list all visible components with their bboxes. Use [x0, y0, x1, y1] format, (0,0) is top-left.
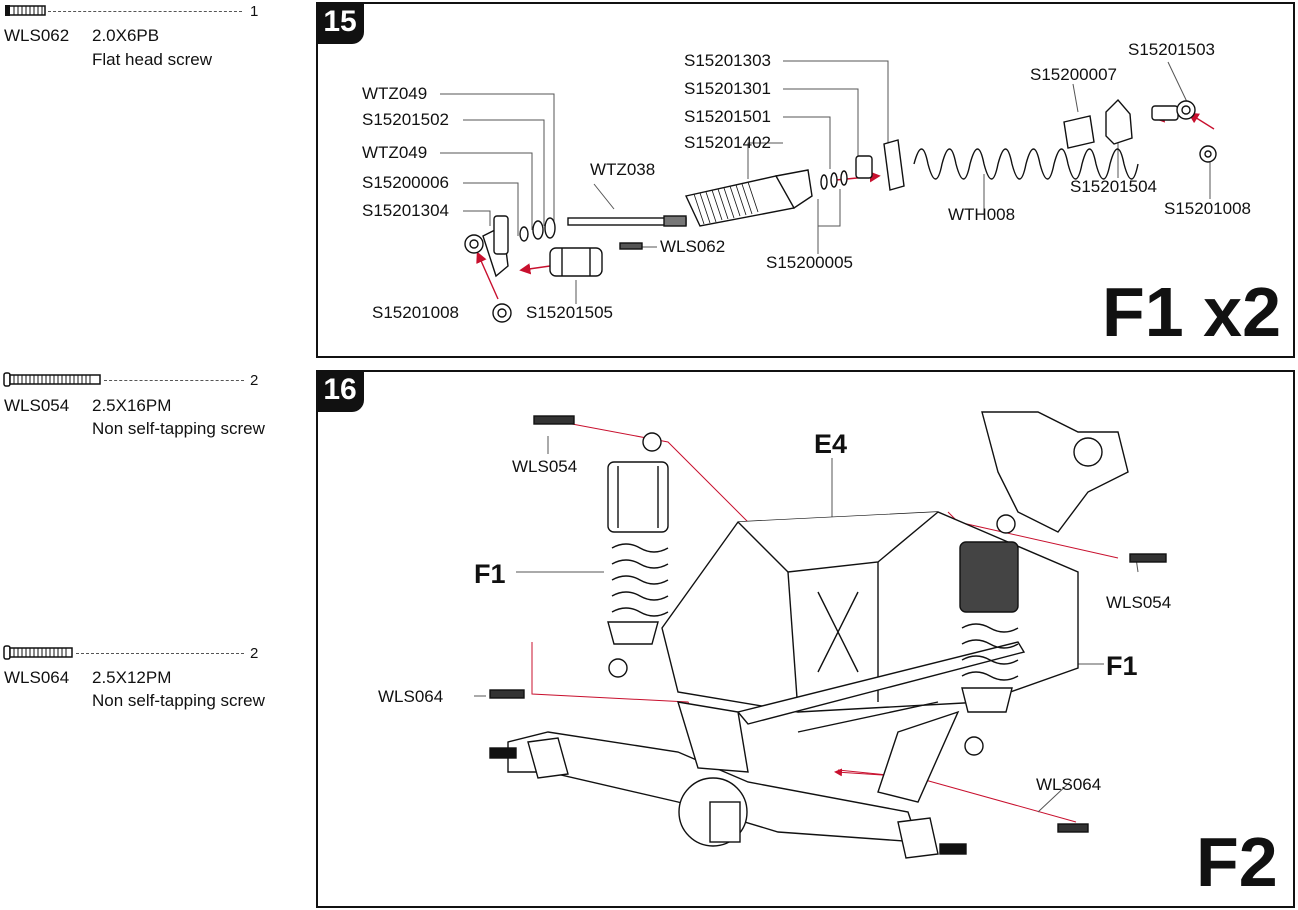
step-number-badge: 16 — [316, 370, 364, 412]
part-label: WTZ049 — [362, 143, 428, 162]
shock-right — [959, 514, 1019, 756]
shock-left — [607, 432, 669, 678]
part-code: WLS054 — [4, 396, 70, 415]
part-label: S15201008 — [1164, 199, 1251, 218]
part-qty: 2 — [250, 645, 259, 662]
part-label: S15201303 — [684, 51, 771, 70]
qty-leader — [48, 11, 242, 12]
part-qty: 1 — [250, 3, 259, 20]
part-spec: 2.5X12PM — [92, 668, 172, 687]
assembly-label: F1 — [474, 559, 506, 589]
part-label: S15201502 — [362, 110, 449, 129]
part-label: S15201505 — [526, 303, 613, 322]
parts-list: 1 WLS062 2.0X6PB Flat head screw 2 WL — [0, 0, 310, 910]
part-qty: 2 — [250, 372, 259, 389]
part-label: S15201402 — [684, 133, 771, 152]
part-label: WLS064 — [1036, 775, 1102, 794]
part-label: S15201008 — [372, 303, 459, 322]
part-code: WLS064 — [4, 668, 70, 687]
step-number-badge: 15 — [316, 2, 364, 44]
part-label: WLS062 — [660, 237, 726, 256]
part-label: S15201304 — [362, 201, 449, 220]
part-desc: Flat head screw — [92, 50, 212, 69]
part-label: S15201503 — [1128, 40, 1215, 59]
part-label: WLS064 — [378, 687, 444, 706]
part-label: WLS054 — [1106, 593, 1172, 612]
part-label: S15201301 — [684, 79, 771, 98]
part-label: S15200005 — [766, 253, 853, 272]
step-result-label: F2 — [1196, 823, 1278, 901]
part-spec: 2.0X6PB — [92, 26, 160, 45]
shock-parts — [464, 98, 1217, 323]
short-screw-icon — [3, 645, 73, 660]
step-result-label: F1 x2 — [1102, 273, 1281, 351]
assembly-label: E4 — [814, 429, 848, 459]
long-screw-icon — [3, 372, 101, 387]
part-label: S15201501 — [684, 107, 771, 126]
assembly-label: F1 — [1106, 651, 1138, 681]
step-16-panel: 16 — [316, 370, 1295, 908]
part-label: S15200007 — [1030, 65, 1117, 84]
part-desc: Non self-tapping screw — [92, 419, 265, 438]
flat-head-screw-icon — [5, 5, 46, 16]
step-15-panel: 15 — [316, 2, 1295, 358]
part-label: WTZ038 — [590, 160, 656, 179]
part-spec: 2.5X16PM — [92, 396, 172, 415]
part-desc: Non self-tapping screw — [92, 691, 265, 710]
chassis-parts — [489, 411, 1167, 859]
part-code: WLS062 — [4, 26, 70, 45]
chassis-assembly-view — [474, 411, 1167, 859]
part-label: S15201504 — [1070, 177, 1157, 196]
qty-leader — [104, 380, 244, 381]
part-label: S15200006 — [362, 173, 449, 192]
part-label: WLS054 — [512, 457, 578, 476]
part-label: WTZ049 — [362, 84, 428, 103]
part-label: WTH008 — [948, 205, 1016, 224]
qty-leader — [76, 653, 244, 654]
shock-exploded-view — [440, 60, 1217, 323]
